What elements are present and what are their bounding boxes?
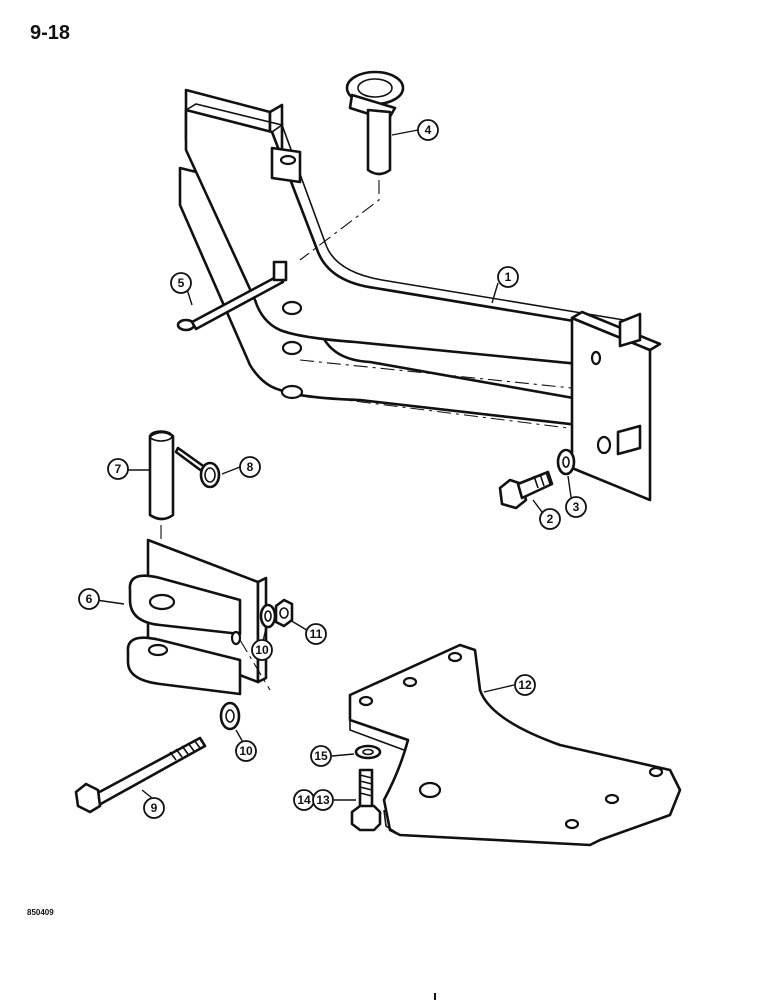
callout-12: 12 (514, 674, 536, 696)
frame-bracket (178, 88, 662, 502)
leader-lines (95, 129, 573, 801)
clevis-block (126, 538, 271, 696)
hex-nut (274, 598, 294, 628)
washer-lower (219, 701, 241, 731)
hitch-clip (174, 446, 221, 489)
lynch-pin (176, 260, 288, 332)
callout-12-label: 12 (518, 678, 532, 692)
callout-11: 11 (305, 623, 327, 645)
callout-5: 5 (170, 272, 192, 294)
t-handle-pin (299, 70, 405, 261)
callout-14: 14 (293, 789, 315, 811)
callout-15: 15 (310, 745, 332, 767)
callout-9: 9 (143, 797, 165, 819)
callout-6: 6 (78, 588, 100, 610)
callout-3-label: 3 (573, 500, 580, 514)
callout-4-label: 4 (425, 123, 432, 137)
plate-washer (354, 744, 382, 760)
callout-6-label: 6 (86, 592, 93, 606)
callout-8: 8 (239, 456, 261, 478)
washer-upper (259, 603, 277, 629)
callout-10-lower-label: 10 (239, 744, 253, 758)
long-bolt (74, 736, 207, 814)
callout-4: 4 (417, 119, 439, 141)
callout-14-label: 14 (297, 793, 311, 807)
callout-10-upper-label: 10 (255, 643, 269, 657)
callout-10-lower: 10 (235, 740, 257, 762)
page-edge-mark (434, 993, 436, 1000)
callout-5-label: 5 (178, 276, 185, 290)
callout-13: 13 (312, 789, 334, 811)
callout-2-label: 2 (547, 512, 554, 526)
callout-7: 7 (107, 458, 129, 480)
callout-10-upper: 10 (251, 639, 273, 661)
callout-3: 3 (565, 496, 587, 518)
figure-code: 850409 (27, 908, 54, 917)
callout-1-label: 1 (505, 270, 512, 284)
page-number: 9-18 (30, 22, 71, 44)
mounting-plate (348, 643, 682, 847)
callout-9-label: 9 (151, 801, 158, 815)
callout-1: 1 (497, 266, 519, 288)
callout-13-label: 13 (316, 793, 330, 807)
callout-2: 2 (539, 508, 561, 530)
plate-bolt (350, 768, 382, 832)
callout-8-label: 8 (247, 460, 254, 474)
callout-7-label: 7 (115, 462, 122, 476)
clevis-pin (148, 430, 175, 545)
callout-15-label: 15 (314, 749, 328, 763)
short-bolt (498, 470, 554, 510)
callout-11-label: 11 (310, 627, 323, 641)
lock-washer (556, 448, 576, 476)
